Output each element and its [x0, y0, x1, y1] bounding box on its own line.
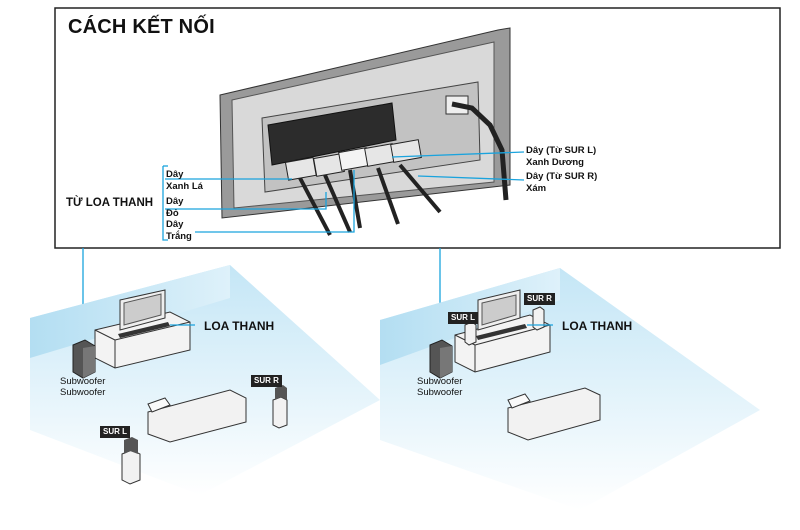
wire-blue-label-1: Dây (Từ SUR L) [526, 145, 597, 156]
left-sofa [147, 389, 247, 443]
right-sur-r-tag: SUR R [524, 293, 555, 305]
left-sur-r-speaker [272, 385, 288, 429]
right-sur-l-tag: SUR L [448, 312, 478, 324]
wire-white-label-2: Trắng [166, 231, 192, 242]
wire-white-label-1: Dây [166, 219, 184, 230]
wire-gray-label-1: Dây (Từ SUR R) [526, 171, 598, 182]
right-soundbar-label: LOA THANH [562, 319, 633, 333]
wire-blue-label-2: Xanh Dương [526, 157, 584, 168]
leader-lines [82, 151, 525, 345]
plug-cables [284, 139, 442, 236]
left-sur-l-speaker [121, 437, 141, 485]
source-label: TỪ LOA THANH [66, 197, 154, 209]
left-sur-l-tag: SUR L [100, 426, 130, 438]
wire-red-label-1: Dây [166, 196, 184, 207]
wire-red-label-2: Đỏ [166, 208, 179, 219]
wire-green-label-2: Xanh Lá [166, 181, 203, 192]
right-subwoofer-label-1: Subwoofer [417, 376, 463, 387]
right-sofa [507, 387, 601, 441]
wire-green-label-1: Dây [166, 169, 184, 180]
left-subwoofer [72, 339, 96, 379]
left-soundbar-label: LOA THANH [204, 319, 275, 333]
left-subwoofer-label-1: Subwoofer [60, 376, 106, 387]
left-sur-r-tag: SUR R [251, 375, 282, 387]
left-subwoofer-label-2: Subwoofer [60, 387, 106, 398]
right-subwoofer-label-2: Subwoofer [417, 387, 463, 398]
page-title: CÁCH KẾT NỐI [68, 16, 215, 38]
right-subwoofer [429, 339, 453, 379]
wire-gray-label-2: Xám [526, 183, 547, 194]
speaker-terminal-block [267, 102, 397, 166]
